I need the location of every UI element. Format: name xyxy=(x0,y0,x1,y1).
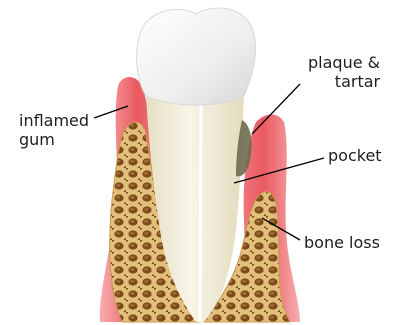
root-canal xyxy=(200,98,201,322)
label-inflamed-gum: inflamed gum xyxy=(19,111,89,149)
label-plaque-tartar: plaque & tartar xyxy=(308,53,380,91)
label-bone-loss: bone loss xyxy=(304,233,380,252)
label-pocket: pocket xyxy=(328,146,382,165)
label-plaque-tartar-line2: tartar xyxy=(308,72,380,91)
label-inflamed-gum-line2: gum xyxy=(19,130,89,149)
label-inflamed-gum-line1: inflamed xyxy=(19,111,89,130)
tooth-crown xyxy=(137,8,256,105)
label-plaque-tartar-line1: plaque & xyxy=(308,53,380,72)
